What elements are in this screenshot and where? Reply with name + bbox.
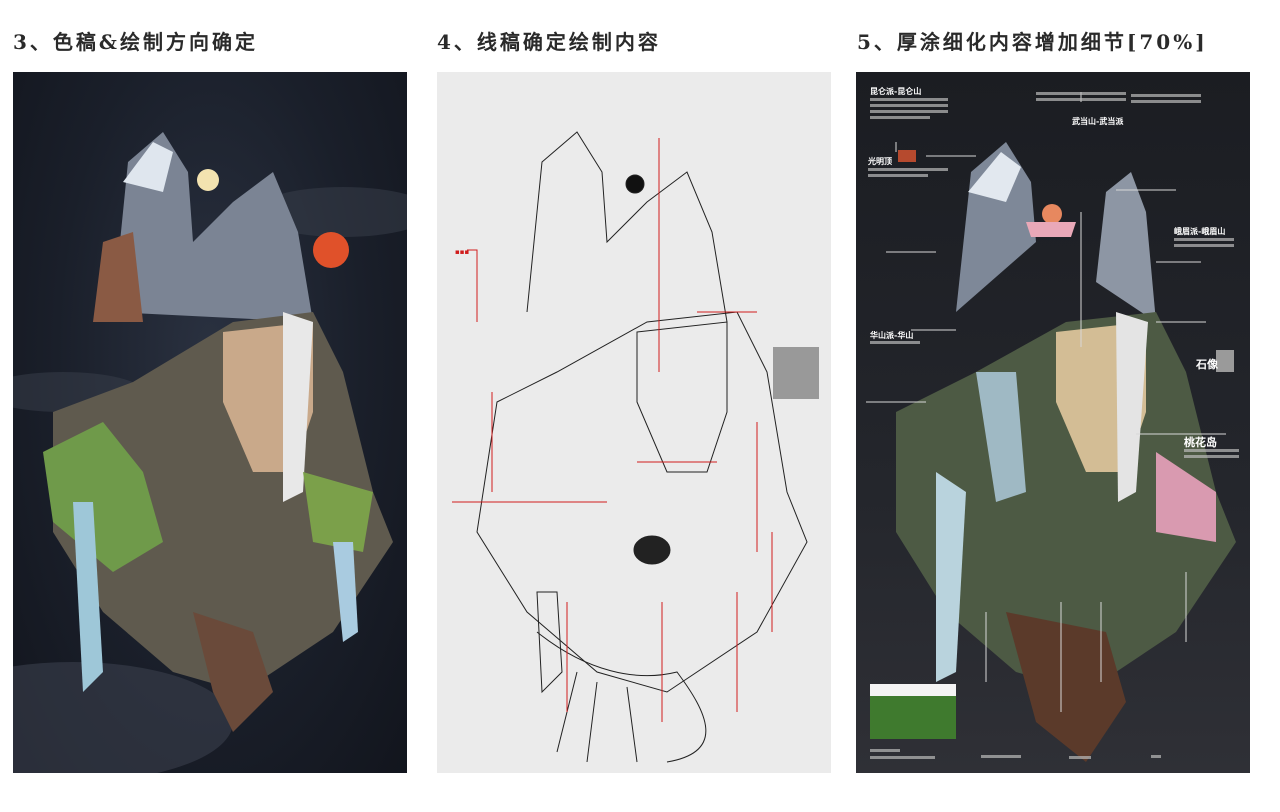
label-wudang: 武当山-武当派: [1072, 116, 1124, 126]
label-guangmingding: 光明顶: [868, 156, 892, 166]
color-draft-artwork: [13, 72, 407, 773]
section-title-color-draft: 3、色稿&绘制方向确定: [13, 30, 258, 54]
section-title-detailed-painting: 5、厚涂细化内容增加细节[70%]: [857, 30, 1208, 54]
label-kunlun: 昆仑派-昆仑山: [870, 86, 922, 96]
sketch-annotation: ▪▪▪: [455, 248, 470, 256]
line-art-sketch: ▪▪▪: [437, 72, 831, 773]
detailed-painting-artwork: 昆仑派-昆仑山 光明顶 武当山-武当派 峨眉派-峨眉山 华山派-华山 石像 桃花…: [856, 72, 1250, 773]
label-taohuadao: 桃花岛: [1184, 436, 1217, 449]
section-title-line-art: 4、线稿确定绘制内容: [437, 30, 661, 54]
line-art-illustration: [452, 131, 819, 763]
label-emei: 峨眉派-峨眉山: [1174, 226, 1226, 236]
label-huashan: 华山派-华山: [870, 330, 914, 340]
detailed-painting-illustration: [866, 92, 1236, 762]
color-draft-illustration: [13, 132, 407, 773]
label-statue: 石像: [1196, 358, 1218, 371]
